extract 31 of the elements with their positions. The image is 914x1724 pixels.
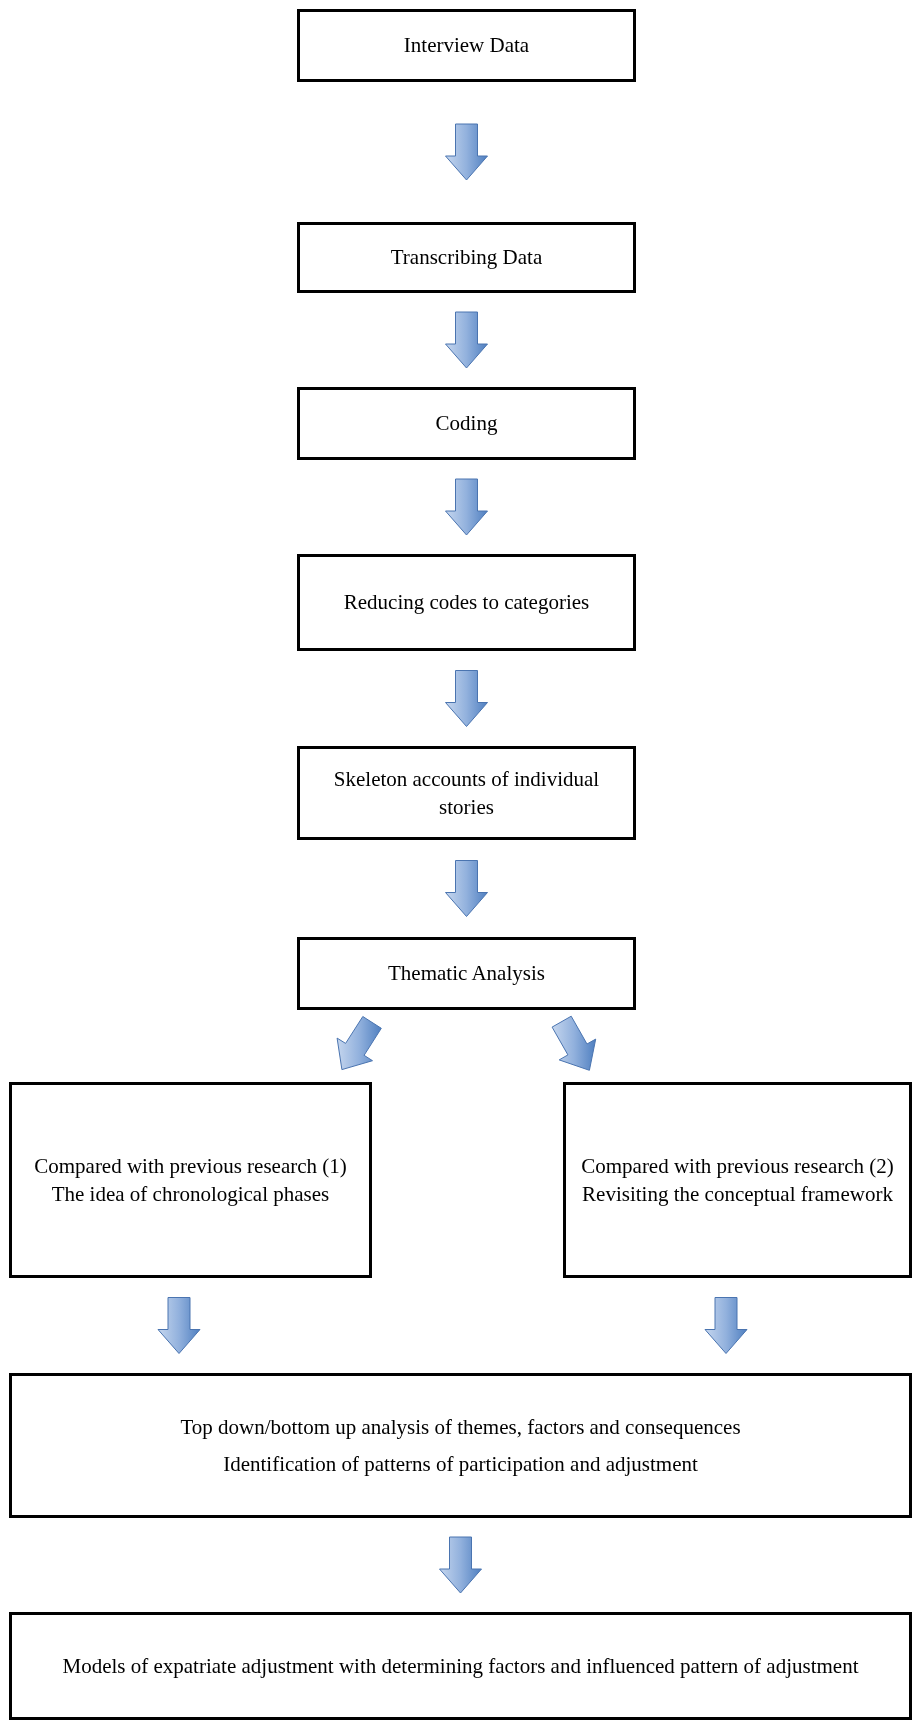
process-box	[9, 1082, 372, 1278]
process-box	[9, 1373, 912, 1518]
block-arrow	[439, 1536, 482, 1594]
block-arrow	[445, 478, 488, 536]
box-label: Identification of patterns of participation and adjustment	[223, 1450, 698, 1478]
block-arrow	[445, 311, 488, 369]
box-label: Skeleton accounts of individual stories	[332, 765, 601, 821]
process-box	[563, 1082, 912, 1278]
block-arrow	[157, 1297, 201, 1354]
box-label: Compared with previous research (2) Revisiting the conceptual framework	[580, 1152, 895, 1208]
process-box	[297, 746, 636, 840]
box-label: Thematic Analysis	[388, 960, 545, 988]
block-arrow	[551, 1015, 597, 1071]
block-arrow	[704, 1297, 748, 1354]
box-label: Compared with previous research (1) The idea of chronological phases	[33, 1152, 348, 1208]
box-label: Transcribing Data	[390, 244, 543, 272]
box-label: Top down/bottom up analysis of themes, factors and consequences	[180, 1414, 741, 1442]
block-arrow	[445, 860, 488, 917]
box-label: Coding	[435, 410, 498, 438]
process-box	[297, 937, 636, 1010]
block-arrow	[445, 123, 488, 181]
block-arrow	[336, 1016, 382, 1071]
box-label: Interview Data	[403, 32, 530, 60]
process-box	[297, 222, 636, 293]
box-label: Models of expatriate adjustment with determining factors and influenced pattern of adjustment	[62, 1652, 859, 1680]
process-box	[9, 1612, 912, 1720]
process-box	[297, 387, 636, 460]
process-box	[297, 554, 636, 651]
block-arrow	[445, 670, 488, 727]
process-box	[297, 9, 636, 82]
box-label: Reducing codes to categories	[343, 589, 590, 617]
